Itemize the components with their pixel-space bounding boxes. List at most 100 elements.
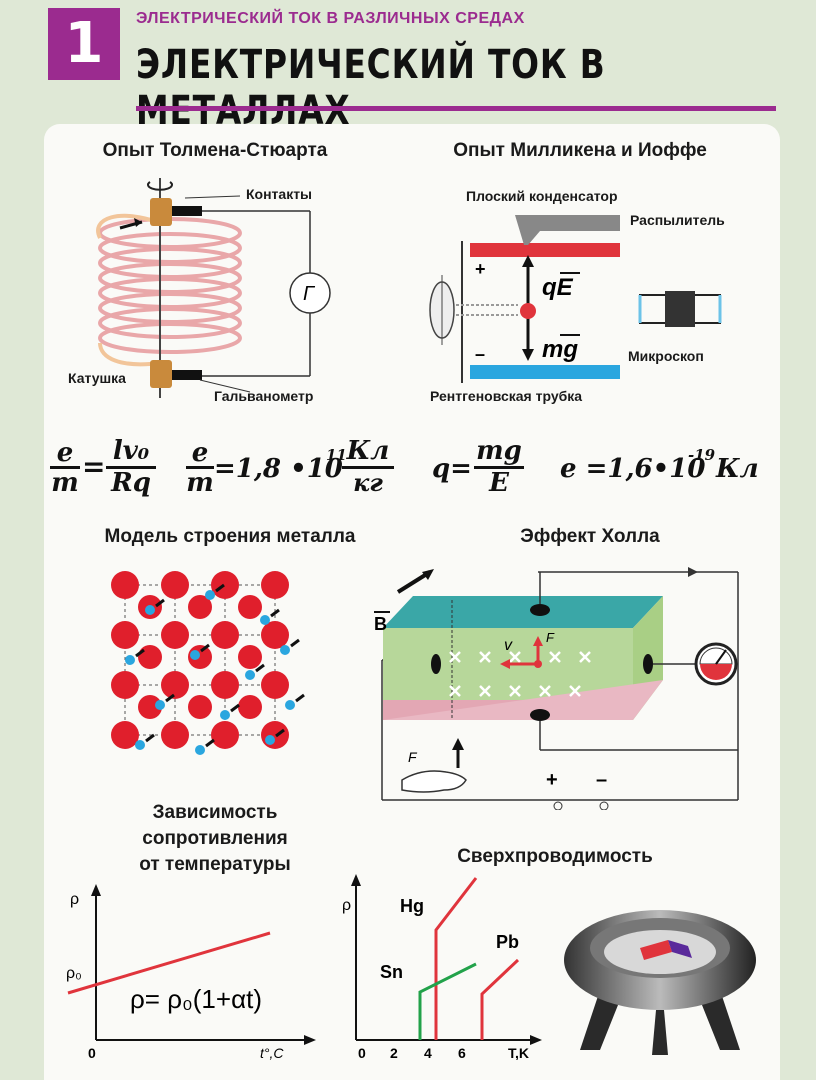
oil-drop [520, 303, 536, 319]
f2-num: e [191, 438, 209, 468]
contacts-label: Контакты [246, 186, 313, 202]
electron [135, 740, 145, 750]
microscope-label: Микроскоп [628, 348, 704, 364]
formula-elementary-charge: e =1,6•10 -19 Кл [560, 432, 780, 502]
metal-model-title: Модель строения металла [104, 526, 356, 547]
formula-em-ratio: e m =1,8 •10 11 Кл кг [186, 432, 416, 502]
tick-4: 4 [424, 1045, 432, 1060]
electron [125, 655, 135, 665]
ion [161, 571, 189, 599]
minus-sign: – [475, 344, 485, 364]
ion [161, 621, 189, 649]
f4-unit: Кл [716, 454, 759, 484]
electron-velocity-arrow [135, 648, 145, 658]
tick-2: 2 [390, 1045, 398, 1060]
g-symbol: Г [303, 283, 316, 305]
electron-velocity-arrow [165, 693, 175, 703]
electron [155, 700, 165, 710]
f2-bar [186, 466, 214, 469]
fl-hand-label: F [408, 749, 418, 765]
rho-axis-label: ρ [70, 891, 79, 908]
ion [261, 621, 289, 649]
ion [161, 671, 189, 699]
f3-bar [474, 466, 524, 469]
magnet-icon [640, 940, 672, 960]
f2-ubar [342, 466, 394, 469]
ion [138, 695, 162, 719]
ion [111, 621, 139, 649]
hg-label: Hg [400, 896, 424, 916]
hall-block-top [383, 596, 663, 628]
hall-plus: + [546, 769, 558, 791]
electron-velocity-arrow [155, 598, 165, 608]
sprayer-label: Распылитель [630, 212, 725, 228]
tick-6: 6 [458, 1045, 466, 1060]
formula-tolman: e m = lv₀ Rq [50, 432, 180, 502]
f2-unum: Кл [346, 436, 390, 466]
capacitor-label: Плоский конденсатор [466, 188, 618, 204]
electron [195, 745, 205, 755]
metal-lattice-diagram [111, 571, 305, 755]
electron-velocity-arrow [200, 643, 210, 653]
ion [188, 695, 212, 719]
sn-label: Sn [380, 962, 403, 982]
levitation-illustration [564, 910, 756, 1055]
ion [188, 595, 212, 619]
electron [245, 670, 255, 680]
f3-den: E [489, 468, 509, 498]
electron [260, 615, 270, 625]
plus-terminal [553, 801, 563, 810]
ion [111, 721, 139, 749]
hall-minus: – [596, 769, 607, 791]
millikan-diagram: + – qE mg [429, 215, 722, 383]
electron-velocity-arrow [295, 693, 305, 703]
ion [111, 671, 139, 699]
bottom-plate [470, 365, 620, 379]
ion [211, 721, 239, 749]
electron-velocity-arrow [275, 728, 285, 738]
top-plate [470, 243, 620, 257]
electron [280, 645, 290, 655]
ion [211, 621, 239, 649]
electron [145, 605, 155, 615]
coil-label: Катушка [68, 370, 126, 386]
f2-exp: 11 [326, 446, 347, 464]
hall-diagram: v F B F + – [374, 567, 739, 810]
field-crosses [449, 651, 591, 697]
pb-curve [480, 958, 520, 1040]
electron [220, 710, 230, 720]
ion [111, 571, 139, 599]
f4-exp: -19 [688, 446, 716, 464]
f2-val: =1,8 •10 [214, 454, 343, 484]
hall-title: Эффект Холла [520, 526, 660, 547]
xray-label: Рентгеновская трубка [430, 388, 583, 404]
resistance-title-l1: Зависимость [152, 802, 278, 823]
ion [238, 595, 262, 619]
formula-charge: q= mg E [432, 432, 542, 502]
pb-label: Pb [496, 932, 519, 952]
f3-num: mg [476, 436, 522, 466]
microscope-icon [638, 291, 722, 327]
zero-label: 0 [88, 1045, 96, 1060]
page-title: ЭЛЕКТРИЧЕСКИЙ ТОК В МЕТАЛЛАХ [136, 42, 606, 134]
ion [161, 721, 189, 749]
resistance-title: Зависимость сопротивления от температуры [90, 800, 340, 878]
electron-velocity-arrow [145, 733, 155, 743]
tolman-title: Опыт Толмена-Стюарта [102, 140, 328, 161]
electron-velocity-arrow [205, 738, 215, 748]
electron [190, 650, 200, 660]
upper-contact [150, 198, 172, 226]
f2-uden: кг [353, 468, 383, 497]
ion [138, 645, 162, 669]
f1-num: e [56, 438, 74, 468]
ion [261, 721, 289, 749]
section-number: 1 [48, 8, 120, 80]
electron [285, 700, 295, 710]
resistance-title-l2: сопротивления [142, 828, 288, 849]
galvanometer-label: Гальванометр [214, 388, 314, 404]
ion [211, 571, 239, 599]
electron-velocity-arrow [215, 583, 225, 593]
resistance-chart: ρ ρ₀ 0 t°,C ρ= ρ₀(1+αt) [66, 884, 316, 1060]
f2-den: m [186, 468, 214, 498]
t-axis-label: t°,C [260, 1045, 284, 1060]
